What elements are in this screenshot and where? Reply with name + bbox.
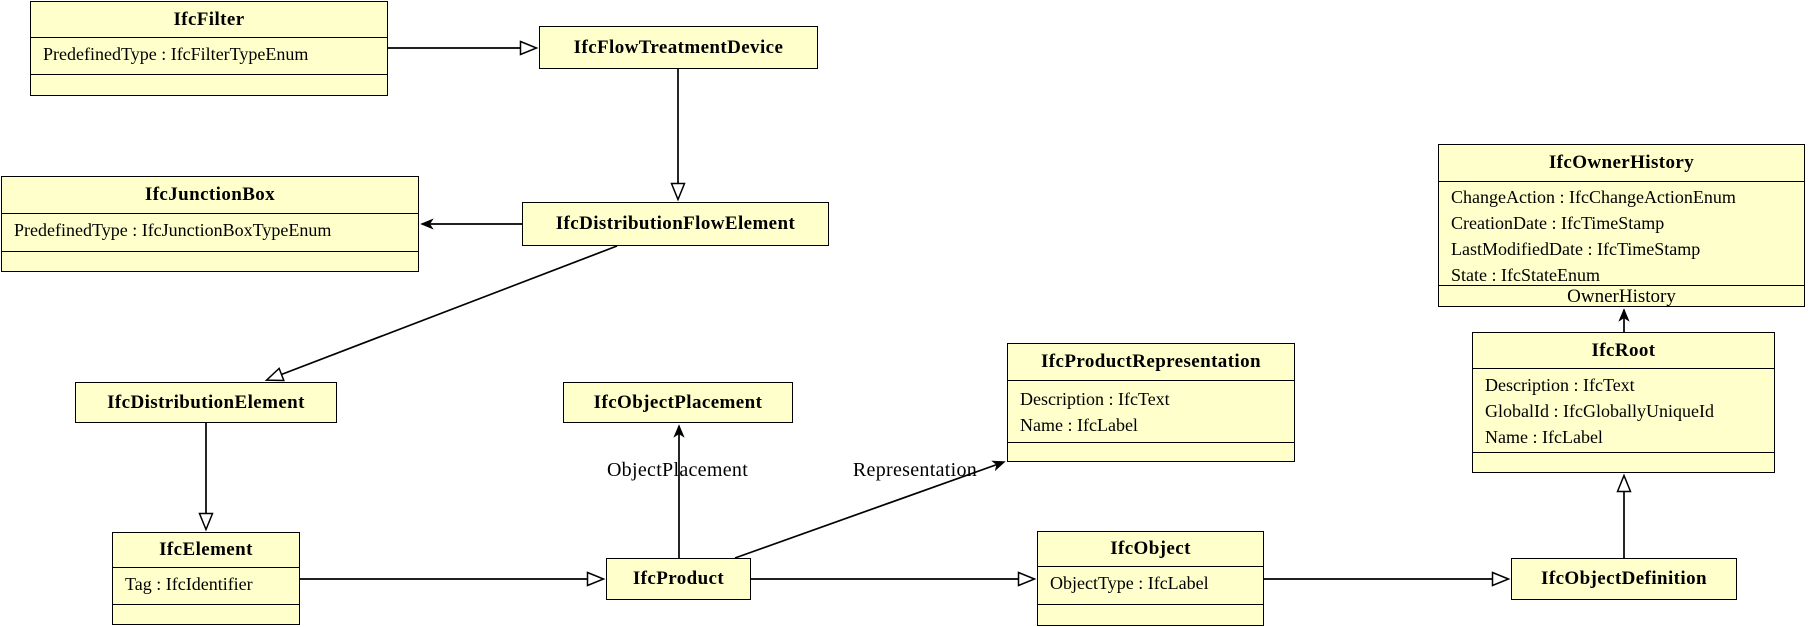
class-title: IfcDistributionElement [107,391,305,413]
class-title: IfcProductRepresentation [1041,351,1261,372]
class-footer-ownerhistory-role: OwnerHistory [1439,285,1804,308]
class-footer [1473,452,1774,472]
class-title: IfcFlowTreatmentDevice [573,36,784,58]
class-title: IfcElement [159,539,253,560]
class-attributes: Description : IfcText Name : IfcLabel [1008,380,1294,442]
class-attribute: Name : IfcLabel [1020,415,1138,435]
class-attribute: LastModifiedDate : IfcTimeStamp [1451,239,1701,259]
class-attribute: Tag : IfcIdentifier [125,574,253,594]
class-ifcobjectdefinition: IfcObjectDefinition [1511,558,1737,600]
class-title: IfcObjectDefinition [1541,568,1707,589]
class-title: IfcJunctionBox [144,184,276,205]
class-attributes: ObjectType : IfcLabel [1038,566,1263,604]
class-attribute: ObjectType : IfcLabel [1050,573,1209,593]
class-title: IfcRoot [1591,339,1656,361]
class-attribute: PredefinedType : IfcJunctionBoxTypeEnum [14,220,332,240]
class-footer [31,74,387,95]
class-ifcproductrepresentation: IfcProductRepresentation Description : I… [1007,343,1295,462]
class-attributes: PredefinedType : IfcFilterTypeEnum [31,37,387,74]
class-attributes: PredefinedType : IfcJunctionBoxTypeEnum [2,213,418,251]
class-ifcdistributionflowelement: IfcDistributionFlowElement [522,202,829,246]
class-title: IfcProduct [632,568,725,589]
class-attribute: CreationDate : IfcTimeStamp [1451,213,1665,233]
class-title: IfcOwnerHistory [1548,152,1695,173]
class-footer [113,604,299,624]
class-ifcelement: IfcElement Tag : IfcIdentifier [112,532,300,625]
class-attribute: GlobalId : IfcGloballyUniqueId [1485,401,1714,421]
class-attributes: ChangeAction : IfcChangeActionEnum Creat… [1439,181,1804,285]
class-attributes: Tag : IfcIdentifier [113,567,299,604]
edge-label-representation: Representation [852,459,978,481]
class-title: IfcObject [1110,538,1191,559]
class-ifcproduct: IfcProduct [606,558,751,600]
class-attribute: ChangeAction : IfcChangeActionEnum [1451,187,1736,207]
class-attribute: State : IfcStateEnum [1451,265,1600,285]
class-ifcobjectplacement: IfcObjectPlacement [563,382,793,423]
class-ifcownerhistory: IfcOwnerHistory ChangeAction : IfcChange… [1438,144,1805,307]
class-title: IfcObjectPlacement [593,391,763,413]
class-attribute: PredefinedType : IfcFilterTypeEnum [43,44,309,64]
class-footer [1038,604,1263,625]
class-title: IfcDistributionFlowElement [555,213,796,234]
class-attribute: Description : IfcText [1020,389,1170,409]
class-attribute: Description : IfcText [1485,375,1635,395]
class-title: IfcFilter [173,8,245,30]
edge-ifcproduct-to-ifcproductrepresentation [734,462,1004,559]
edge-label-objectplacement: ObjectPlacement [606,459,749,481]
class-ifcfilter: IfcFilter PredefinedType : IfcFilterType… [30,1,388,96]
edge-ifcdistributionflowelement-to-ifcdistributionelement [264,245,618,382]
class-ifcroot: IfcRoot Description : IfcText GlobalId :… [1472,332,1775,473]
class-attributes: Description : IfcText GlobalId : IfcGlob… [1473,368,1774,452]
class-footer [2,251,418,271]
class-attribute: Name : IfcLabel [1485,427,1603,447]
class-ifcflowtreatmentdevice: IfcFlowTreatmentDevice [539,26,818,69]
class-ifcjunctionbox: IfcJunctionBox PredefinedType : IfcJunct… [1,176,419,272]
class-ifcdistributionelement: IfcDistributionElement [75,382,337,423]
class-ifcobject: IfcObject ObjectType : IfcLabel [1037,531,1264,626]
class-footer [1008,442,1294,461]
